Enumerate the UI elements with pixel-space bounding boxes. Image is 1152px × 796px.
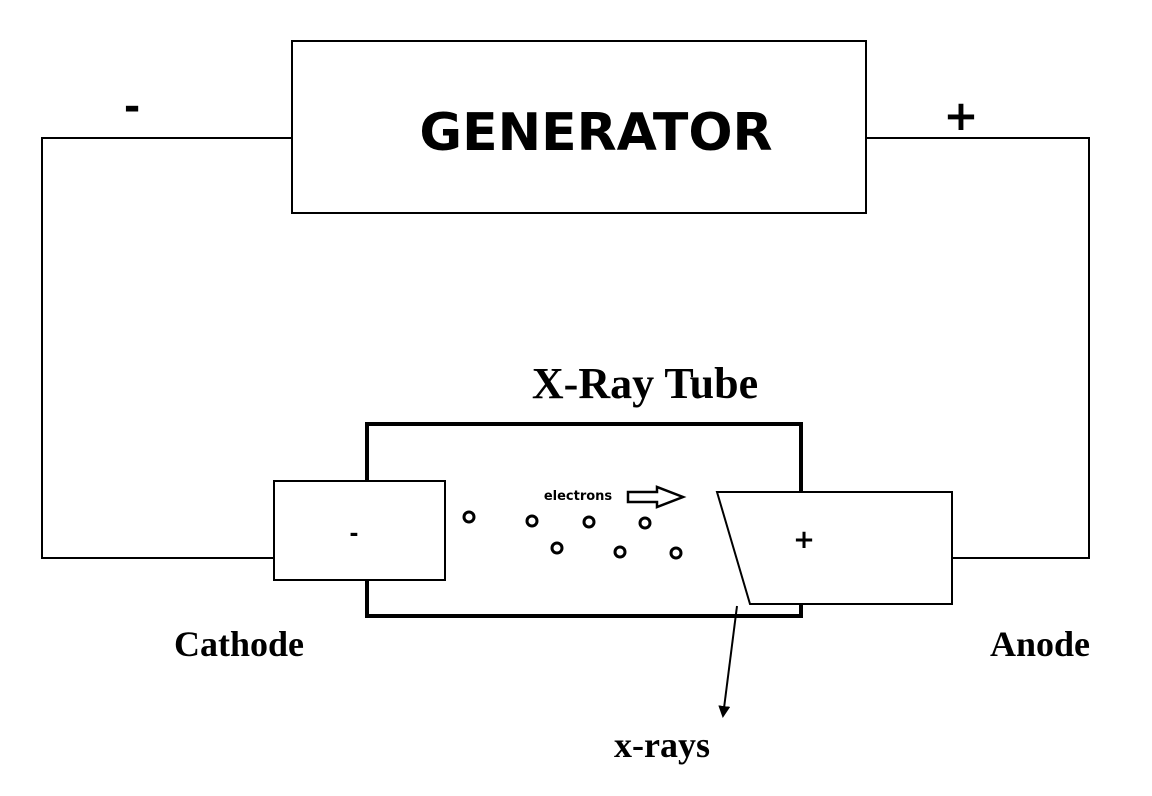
anode-sign: + — [793, 525, 815, 555]
electron — [613, 545, 627, 559]
electron-cloud — [462, 510, 683, 560]
electron — [550, 541, 564, 555]
cathode-sign: - — [349, 522, 358, 547]
anode-label: Anode — [990, 624, 1090, 664]
cathode-label: Cathode — [174, 624, 304, 664]
generator-box — [291, 40, 867, 214]
right-wire — [866, 137, 1090, 559]
left-wire — [41, 137, 292, 559]
electron — [525, 514, 539, 528]
electron — [462, 510, 476, 524]
cathode-box — [273, 480, 446, 581]
anode-block — [715, 491, 953, 605]
xray-emission-arrow — [718, 605, 738, 718]
tube-title: X-Ray Tube — [532, 359, 758, 408]
electron — [638, 516, 652, 530]
electrons-label: electrons — [544, 489, 613, 504]
electron — [669, 546, 683, 560]
electron-direction-arrow — [626, 485, 687, 509]
xrays-label: x-rays — [614, 725, 710, 765]
electron — [582, 515, 596, 529]
generator-negative-sign: - — [124, 84, 141, 130]
generator-positive-sign: + — [943, 91, 978, 140]
generator-label: GENERATOR — [419, 103, 772, 163]
